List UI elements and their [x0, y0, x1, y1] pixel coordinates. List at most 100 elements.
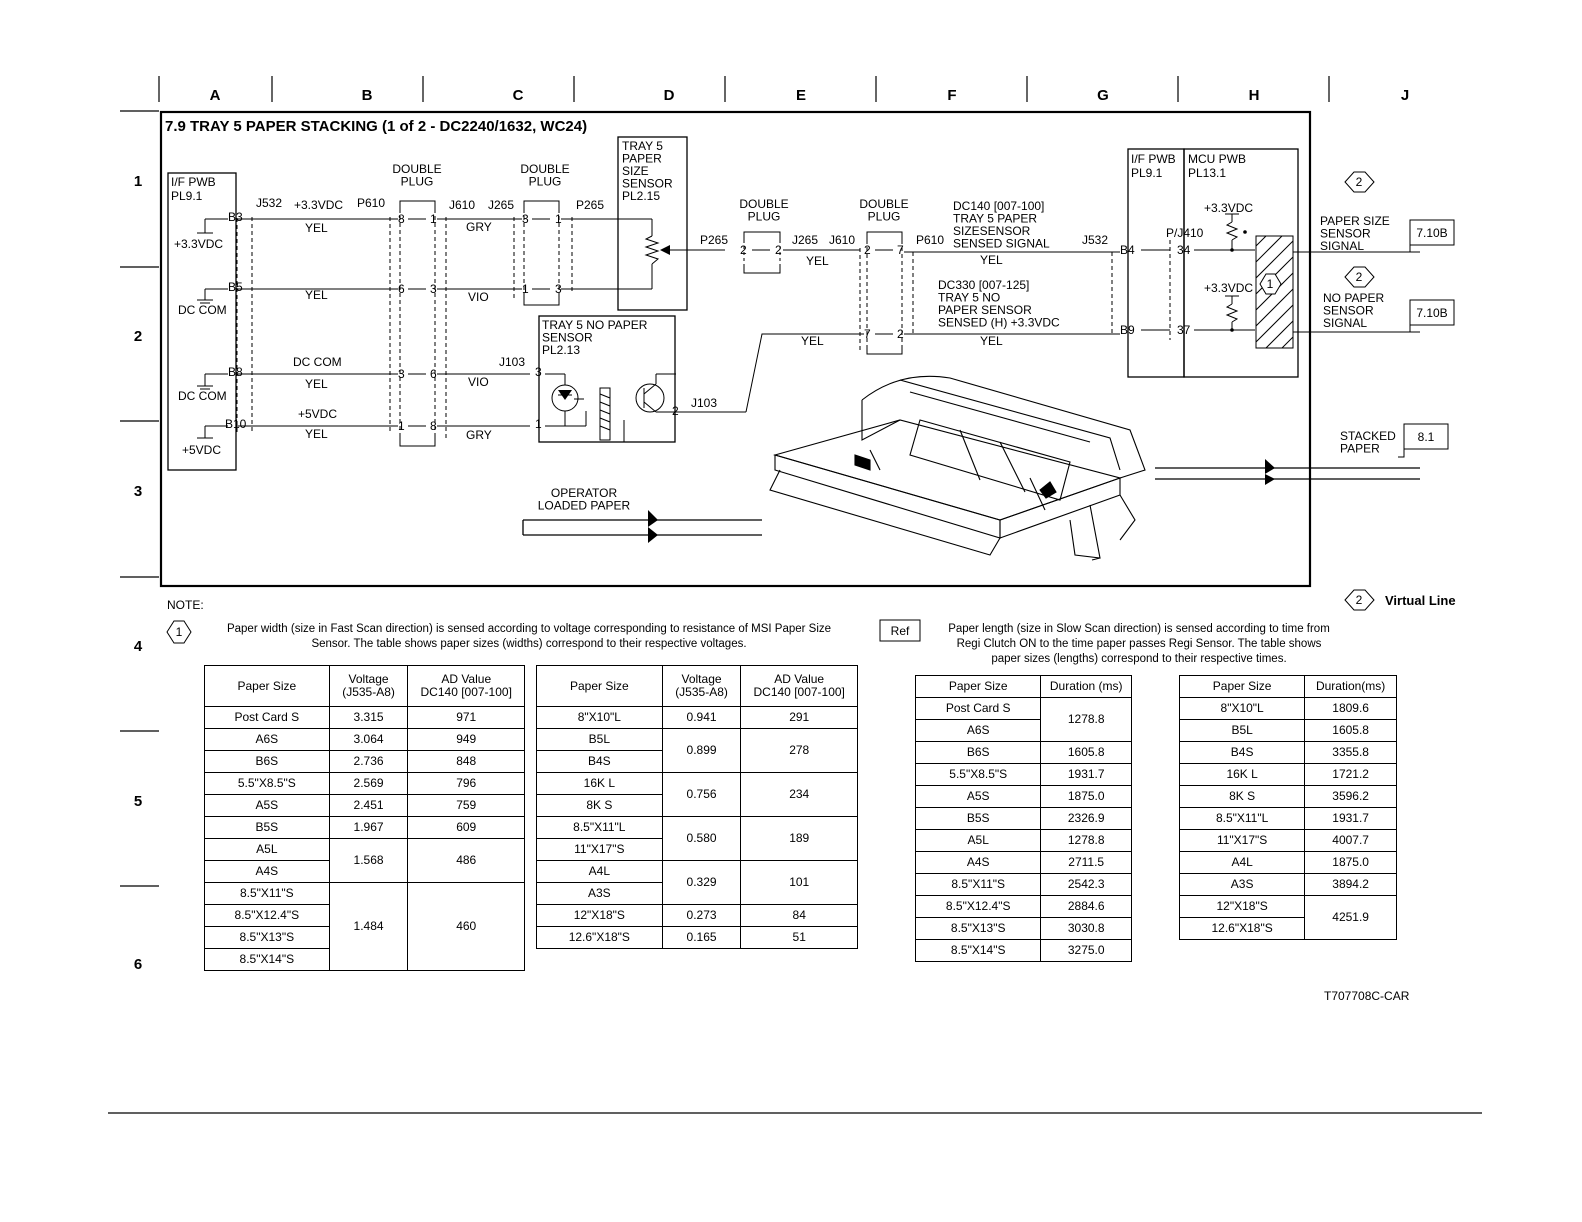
table-cell: A5L — [204, 838, 330, 861]
diagram-label: 2 — [740, 243, 747, 257]
diagram-label: J265 — [792, 233, 818, 247]
diagram-label: GRY — [466, 220, 492, 234]
table-row: 8.5"X14"S — [204, 948, 525, 971]
diagram-label: 1 — [398, 419, 405, 433]
table-cell: 8.5"X13"S — [204, 926, 330, 949]
text-line: LOADED PAPER — [538, 499, 631, 513]
table-cell: 278 — [740, 728, 858, 773]
diagram-label: +3.3VDC — [294, 198, 343, 212]
diagram-label: P265 — [700, 233, 728, 247]
diagram-label: Virtual Line — [1385, 593, 1456, 608]
table-cell: A5L — [914, 829, 1042, 852]
figure-id: T707708C-CAR — [1324, 989, 1410, 1003]
table-cell: A4L — [536, 860, 663, 883]
table-cell: 3.064 — [328, 728, 409, 751]
text-line: SENSED SIGNAL — [953, 237, 1050, 251]
table-cell: 291 — [740, 706, 858, 729]
text-line: PAPER — [622, 152, 662, 166]
diagram-label: J532 — [256, 196, 282, 210]
table-cell: 609 — [407, 816, 525, 839]
table-cell: 101 — [740, 860, 858, 905]
diagram-label: 7 — [897, 243, 904, 257]
table-cell: 8.5"X11"S — [204, 882, 330, 905]
diagram-label: MCU PWB — [1188, 152, 1246, 166]
diagram-label: B3 — [228, 210, 243, 224]
diagram-label: 7.10B — [1416, 226, 1447, 240]
diagram-label: 6 — [430, 367, 437, 381]
table-cell: Duration (ms) — [1040, 675, 1132, 698]
text-line: SIZESENSOR — [953, 224, 1031, 238]
table-cell: 16K L — [536, 772, 663, 795]
diagram-label: YEL — [305, 221, 328, 235]
table-cell: 8.5"X12.4"S — [914, 895, 1042, 918]
table-cell: 2711.5 — [1040, 851, 1132, 874]
table-cell: 1278.8 — [1040, 829, 1132, 852]
table-cell: B6S — [204, 750, 330, 773]
tray-illustration — [769, 375, 1146, 561]
diagram-label: 3 — [535, 365, 542, 379]
table-cell: 2.451 — [328, 794, 409, 817]
table-row: A4S — [204, 860, 525, 883]
diagram-label: YEL — [305, 377, 328, 391]
table-cell: A5S — [914, 785, 1042, 808]
row-label: 6 — [134, 956, 142, 973]
table-cell: 1875.0 — [1040, 785, 1132, 808]
diagram-label: OPERATOR — [551, 486, 618, 500]
table-cell: 2.736 — [328, 750, 409, 773]
table-cell: 1721.2 — [1304, 763, 1397, 786]
table-cell: A6S — [914, 719, 1042, 742]
text-line: SENSOR — [1320, 227, 1371, 241]
table-cell: B6S — [914, 741, 1042, 764]
right-pwbs: I/F PWB PL9.1 MCU PWB PL13.1 B4 B9 P/J41… — [1120, 148, 1420, 378]
table-cell: 0.329 — [661, 860, 742, 905]
diagram-label: 2 — [897, 327, 904, 341]
table-cell: 51 — [740, 926, 858, 949]
diagram-label: 7.10B — [1416, 306, 1447, 320]
diagram-label: 2 — [864, 243, 871, 257]
table-cell: 8K S — [1178, 785, 1306, 808]
text-line: PL2.13 — [542, 343, 580, 357]
table-cell: 1931.7 — [1040, 763, 1132, 786]
col-label: G — [1097, 87, 1109, 104]
diagram-label: 8 — [398, 212, 405, 226]
diagram-label: P/J410 — [1166, 226, 1204, 240]
diagram-label: J610 — [449, 198, 475, 212]
text-line: SENSOR — [1323, 304, 1374, 318]
ref-marker: Ref — [879, 619, 921, 642]
table-cell: B4S — [536, 750, 663, 773]
table-cell: 0.273 — [661, 904, 742, 927]
grid-frame — [108, 76, 1482, 1114]
diagram-label: YEL — [806, 254, 829, 268]
table-cell: 5.5"X8.5"S — [914, 763, 1042, 786]
diagram-label: DOUBLE — [859, 197, 908, 211]
diagram-label: 3 — [398, 367, 405, 381]
